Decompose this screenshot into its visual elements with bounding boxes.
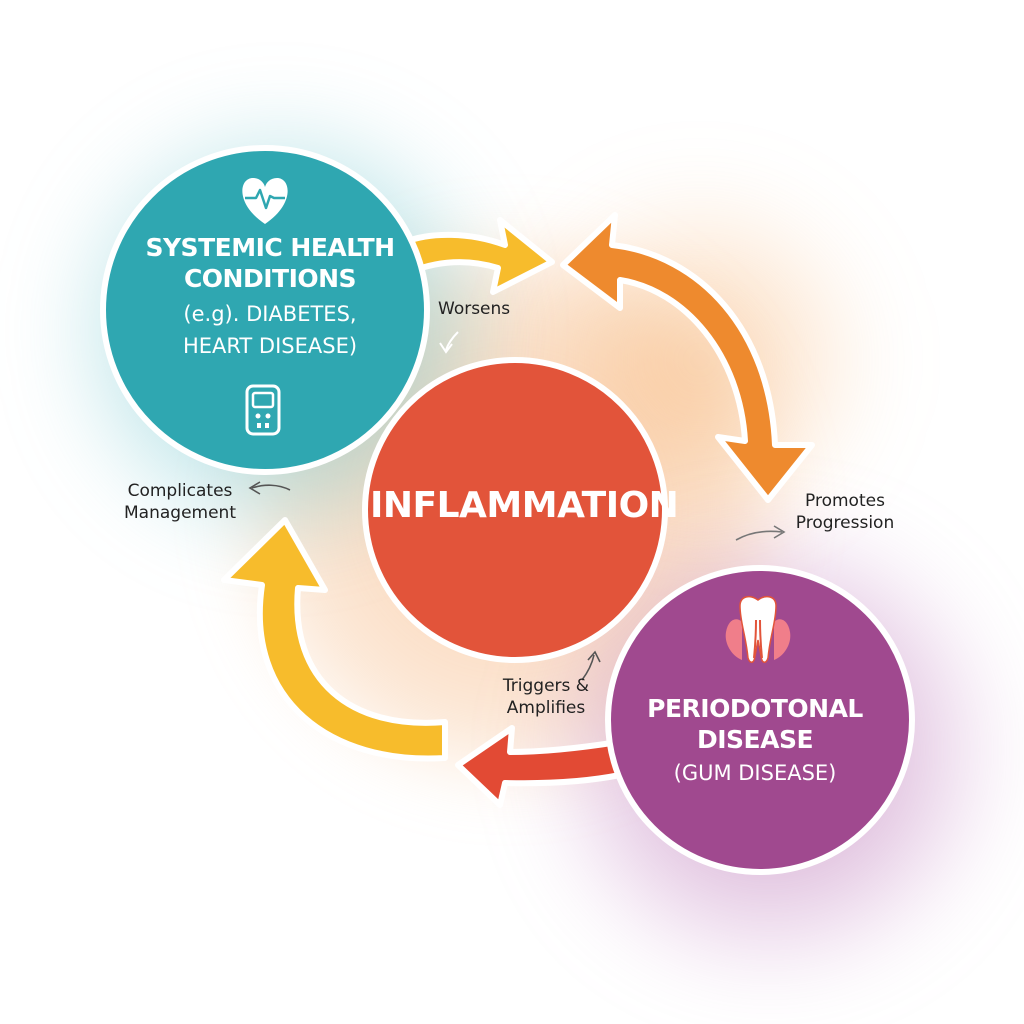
tooth-gum-icon xyxy=(725,595,791,663)
yellow-arrow-left xyxy=(221,517,448,762)
periodontal-sub: (GUM DISEASE) xyxy=(673,760,837,785)
complicates-small-arrow xyxy=(248,481,291,495)
complicates-line1: Complicates xyxy=(127,481,233,501)
triggers-line2: Amplifies xyxy=(506,698,586,719)
worsens-text: Worsens xyxy=(438,299,511,319)
inflammation-node xyxy=(362,357,668,663)
red-arrow xyxy=(455,725,623,808)
periodontal-title-line2: DISEASE xyxy=(696,725,814,755)
systemic-title-line1: SYSTEMIC HEALTH xyxy=(145,233,395,262)
periodontal-title-line1: PERIODOTONAL xyxy=(647,694,863,723)
edge-label-triggers: Triggers & Amplifies xyxy=(490,675,602,719)
systemic-title-line2: CONDITIONS xyxy=(183,264,357,294)
edge-label-complicates: Complicates Management xyxy=(110,480,250,524)
triggers-small-arrow xyxy=(581,650,601,681)
edge-label-promotes: Promotes Progression xyxy=(790,490,900,534)
systemic-node-label: SYSTEMIC HEALTH CONDITIONS (e.g). DIABET… xyxy=(120,232,420,359)
systemic-sub-line2: HEART DISEASE) xyxy=(182,333,358,358)
periodontal-node-label: PERIODOTONAL DISEASE (GUM DISEASE) xyxy=(610,693,900,786)
systemic-node xyxy=(100,145,430,475)
triggers-line1: Triggers & xyxy=(502,676,590,696)
worsens-small-arrow xyxy=(439,331,459,354)
orange-arrow xyxy=(560,212,815,503)
edge-label-worsens: Worsens xyxy=(438,298,510,320)
heart-pulse-icon xyxy=(242,178,288,224)
promotes-line1: Promotes xyxy=(805,491,885,511)
inflammation-title: INFLAMMATION xyxy=(370,485,679,526)
complicates-line2: Management xyxy=(124,503,236,524)
promotes-line2: Progression xyxy=(795,513,895,534)
inflammation-node-label: INFLAMMATION xyxy=(370,483,679,528)
periodontal-node xyxy=(605,565,915,875)
promotes-small-arrow xyxy=(735,525,786,541)
yellow-arrow-top xyxy=(402,217,555,295)
glucose-meter-icon xyxy=(245,384,281,436)
systemic-sub-line1: (e.g). DIABETES, xyxy=(183,301,357,326)
